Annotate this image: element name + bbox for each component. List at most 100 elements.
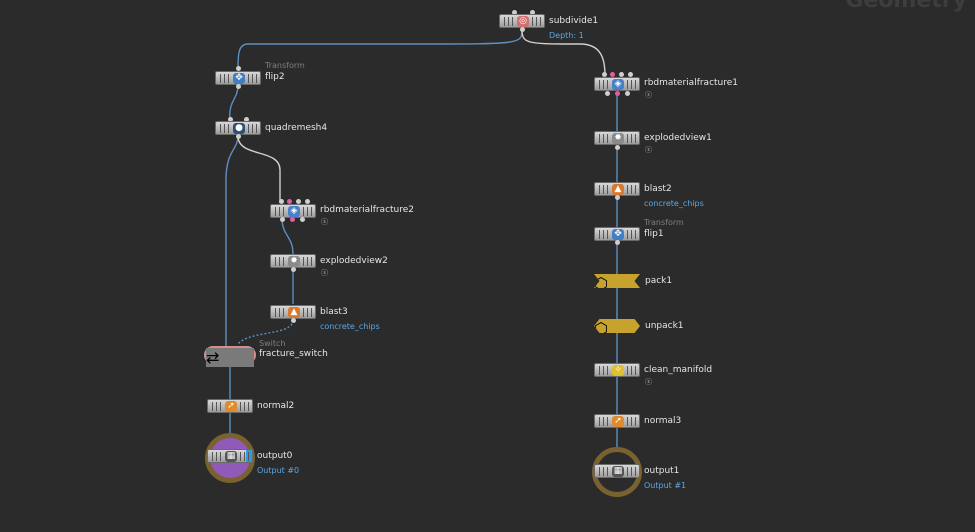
output-port[interactable]	[291, 267, 296, 272]
blast-icon: ▲	[288, 307, 300, 318]
output-icon: ▦	[225, 451, 237, 462]
node-pack1[interactable]: ⬡	[594, 274, 640, 288]
input-port[interactable]	[244, 117, 249, 122]
node-flag-stripe	[220, 74, 221, 83]
input-port[interactable]	[530, 10, 535, 15]
output-port[interactable]	[300, 217, 305, 222]
output-port[interactable]	[615, 195, 620, 200]
node-flag-stripe	[599, 467, 600, 476]
output-port[interactable]	[280, 217, 285, 222]
input-port[interactable]	[628, 72, 633, 77]
node-flag-stripe	[599, 185, 600, 194]
node-flag-stripe	[311, 308, 312, 317]
node-comment: Output #0	[257, 466, 300, 475]
input-port[interactable]	[610, 72, 615, 77]
node-subdivide1[interactable]: ◎	[499, 14, 545, 28]
output-port[interactable]	[615, 145, 620, 150]
output-port[interactable]	[236, 84, 241, 89]
node-flag-stripe	[635, 230, 636, 239]
node-clean-manifold[interactable]: ✧	[594, 363, 640, 377]
node-flag-stripe	[228, 124, 229, 133]
normal-icon: ➚	[612, 416, 624, 427]
node-flag-stripe	[603, 134, 604, 143]
node-flag-stripe	[244, 452, 245, 461]
node-flag-stripe	[631, 230, 632, 239]
node-flag-stripe	[248, 452, 249, 461]
output-port[interactable]	[291, 318, 296, 323]
output-port[interactable]	[236, 134, 241, 139]
node-flag-stripe	[252, 74, 253, 83]
clean-icon: ✧	[612, 365, 624, 376]
node-flag-stripe	[607, 134, 608, 143]
node-blast3[interactable]: ▲	[270, 305, 316, 319]
node-output1[interactable]: ▦	[594, 464, 640, 478]
input-port[interactable]	[602, 72, 607, 77]
node-flag-stripe	[216, 452, 217, 461]
node-flag-stripe	[244, 402, 245, 411]
node-comment: concrete_chips	[320, 322, 380, 331]
node-flag-stripe	[627, 185, 628, 194]
input-port[interactable]	[228, 117, 233, 122]
node-flag-stripe	[283, 257, 284, 266]
node-flag-stripe	[627, 230, 628, 239]
node-flag-stripe	[311, 207, 312, 216]
node-label: unpack1	[645, 321, 684, 331]
node-flag-stripe	[240, 452, 241, 461]
input-port[interactable]	[619, 72, 624, 77]
node-flag-stripe	[212, 402, 213, 411]
input-port[interactable]	[512, 10, 517, 15]
input-port[interactable]	[305, 199, 310, 204]
node-flip2[interactable]: ✥	[215, 71, 261, 85]
node-normal2[interactable]: ➚	[207, 399, 253, 413]
node-quadremesh4[interactable]: ●	[215, 121, 261, 135]
explode-icon: ✸	[612, 133, 624, 144]
node-explodedview2[interactable]: ✸	[270, 254, 316, 268]
node-flag-stripe	[279, 257, 280, 266]
input-port[interactable]	[287, 199, 292, 204]
output-port[interactable]	[520, 27, 525, 32]
node-flag-stripe	[631, 185, 632, 194]
node-rbdmaterialfracture1[interactable]: ◈	[594, 77, 640, 91]
node-explodedview1[interactable]: ✸	[594, 131, 640, 145]
node-flag-stripe	[607, 467, 608, 476]
node-unpack1[interactable]: ⬡	[594, 319, 640, 333]
node-normal3[interactable]: ➚	[594, 414, 640, 428]
lock-icon: ⓢ	[645, 91, 652, 99]
node-flag-stripe	[599, 417, 600, 426]
output-port[interactable]	[290, 217, 295, 222]
node-flag-stripe	[635, 366, 636, 375]
node-flag-stripe	[275, 207, 276, 216]
output-port[interactable]	[615, 91, 620, 96]
output-port[interactable]	[605, 91, 610, 96]
input-port[interactable]	[236, 66, 241, 71]
node-flag-stripe	[607, 417, 608, 426]
network-title: Geometry	[845, 0, 967, 13]
output-port[interactable]	[625, 91, 630, 96]
fracture-icon: ◈	[612, 79, 624, 90]
node-fracture-switch[interactable]: ⇄	[204, 346, 256, 367]
display-flag[interactable]	[246, 450, 252, 462]
output-port[interactable]	[615, 240, 620, 245]
node-flag-stripe	[635, 134, 636, 143]
node-flag-stripe	[212, 452, 213, 461]
node-comment: Depth: 1	[549, 31, 584, 40]
node-flip1[interactable]: ✥	[594, 227, 640, 241]
node-flag-stripe	[635, 417, 636, 426]
node-blast2[interactable]: ▲	[594, 182, 640, 196]
node-label: explodedview2	[320, 256, 388, 266]
node-rbdmaterialfracture2[interactable]: ◈	[270, 204, 316, 218]
input-port[interactable]	[279, 199, 284, 204]
input-port[interactable]	[296, 199, 301, 204]
node-flag-stripe	[252, 124, 253, 133]
node-flag-stripe	[603, 366, 604, 375]
node-flag-stripe	[512, 17, 513, 26]
node-flag-stripe	[627, 80, 628, 89]
node-flag-stripe	[627, 134, 628, 143]
node-output0[interactable]: ▦	[207, 449, 253, 463]
node-comment: concrete_chips	[644, 199, 704, 208]
blast-icon: ▲	[612, 184, 624, 195]
node-flag-stripe	[603, 467, 604, 476]
node-type: Transform	[644, 218, 684, 227]
node-flag-stripe	[540, 17, 541, 26]
